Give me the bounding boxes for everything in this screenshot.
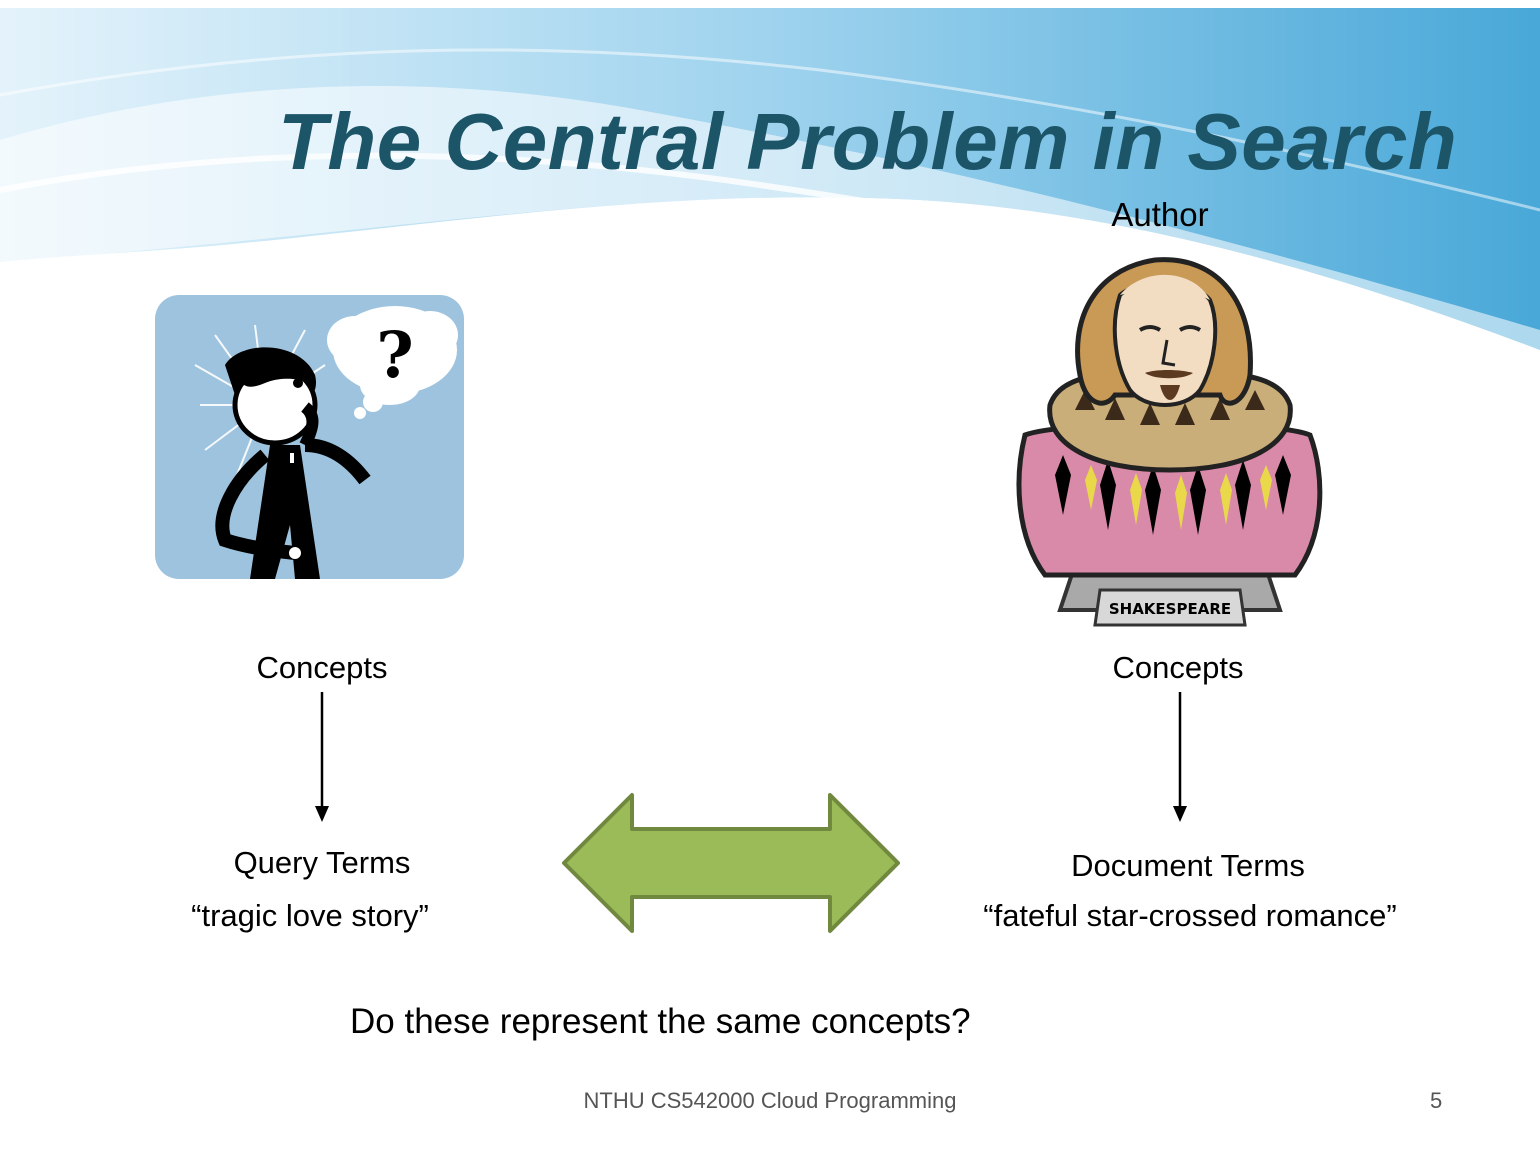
shakespeare-bust-clipart: SHAKESPEARE bbox=[1016, 257, 1323, 627]
right-concepts-label: Concepts bbox=[1112, 650, 1244, 685]
closing-question: Do these represent the same concepts? bbox=[350, 1002, 971, 1041]
thinking-person-clipart: ? bbox=[155, 295, 464, 579]
left-down-arrow bbox=[315, 692, 329, 822]
footer-course: NTHU CS542000 Cloud Programming bbox=[583, 1088, 957, 1113]
document-terms-example: “fateful star-crossed romance” bbox=[983, 898, 1397, 933]
bust-plaque-text: SHAKESPEARE bbox=[1109, 600, 1231, 618]
double-headed-arrow-icon bbox=[562, 793, 900, 933]
slide-title: The Central Problem in Search bbox=[278, 97, 1458, 186]
page-number: 5 bbox=[1430, 1088, 1443, 1113]
background-wave bbox=[0, 0, 1540, 358]
query-terms-example: “tragic love story” bbox=[191, 898, 429, 933]
right-down-arrow bbox=[1173, 692, 1187, 822]
document-terms-label: Document Terms bbox=[1071, 848, 1305, 883]
question-mark-icon: ? bbox=[376, 318, 414, 393]
left-concepts-label: Concepts bbox=[256, 650, 388, 685]
author-label: Author bbox=[1111, 196, 1209, 233]
query-terms-label: Query Terms bbox=[233, 845, 411, 880]
